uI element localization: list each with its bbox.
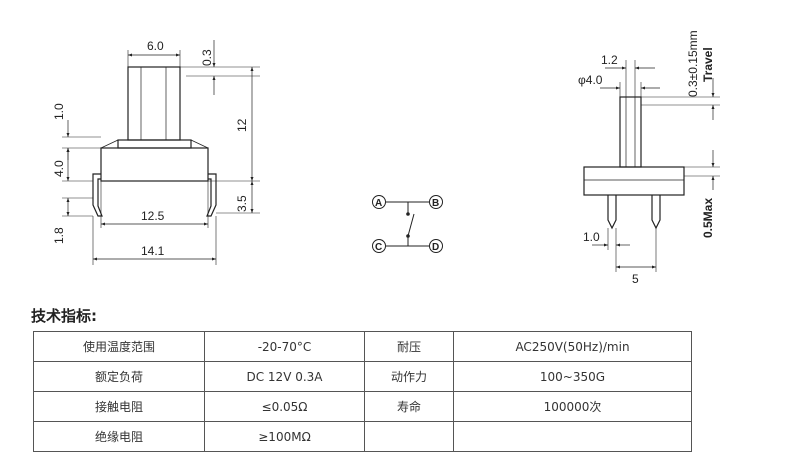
- dim-left-1: 1.0: [52, 103, 66, 120]
- spec-label: [364, 421, 454, 452]
- dim-pin-1-0: 1.0: [583, 230, 600, 244]
- terminal-c-label: C: [375, 242, 382, 253]
- front-right-leg: [206, 173, 217, 217]
- dim-max-label: 0.5Max: [701, 198, 715, 238]
- circuit-labels: A B C D: [375, 198, 439, 253]
- front-body: [100, 147, 209, 182]
- technical-drawing: 6.0 0.3 12 3.5 1.0 4.0 1.8 12.5 14.1 A B…: [52, 30, 720, 286]
- table-row: 绝缘电阻 ≥100MΩ: [33, 421, 692, 452]
- spec-label: 耐压: [364, 331, 454, 362]
- terminal-d-label: D: [432, 242, 439, 253]
- specs-title: 技术指标:: [31, 307, 97, 325]
- front-cap: [117, 139, 192, 149]
- dim-top-gap: 0.3: [200, 49, 214, 66]
- spec-value: 100000次: [453, 391, 692, 422]
- dim-travel-label: Travel: [701, 47, 715, 82]
- side-stem: [619, 96, 642, 168]
- dim-left-1-8: 1.8: [52, 227, 66, 244]
- terminal-b: [429, 195, 443, 209]
- side-view: [583, 60, 720, 272]
- circuit-symbol: [372, 195, 443, 253]
- dim-left-4: 4.0: [52, 160, 66, 177]
- front-left-leg: [92, 173, 103, 217]
- dim-stem-1-2: 1.2: [601, 53, 618, 67]
- dim-total-width: 14.1: [141, 244, 165, 258]
- spec-value: DC 12V 0.3A: [204, 361, 365, 392]
- dim-pin-spacing: 5: [632, 272, 639, 286]
- front-view: [62, 40, 260, 265]
- dim-pin-3-5: 3.5: [235, 195, 249, 212]
- side-dimension-labels: 1.2 φ4.0 0.3±0.15mm Travel 0.5Max 1.0 5: [578, 30, 715, 286]
- dim-height-12: 12: [235, 118, 249, 132]
- spec-label: 使用温度范围: [33, 331, 205, 362]
- spec-value: [453, 421, 692, 452]
- spec-value: ≤0.05Ω: [204, 391, 365, 422]
- table-row: 使用温度范围 -20-70°C 耐压 AC250V(50Hz)/min: [33, 331, 692, 362]
- side-body: [583, 166, 685, 196]
- side-left-pin: [607, 195, 617, 230]
- spec-value: -20-70°C: [204, 331, 365, 362]
- side-right-pin: [651, 195, 661, 230]
- spec-label: 寿命: [364, 391, 454, 422]
- table-row: 接触电阻 ≤0.05Ω 寿命 100000次: [33, 391, 692, 422]
- front-plunger: [127, 66, 181, 141]
- dim-travel-value: 0.3±0.15mm: [686, 30, 700, 97]
- spec-value: 100~350G: [453, 361, 692, 392]
- terminal-a-label: A: [375, 198, 382, 209]
- spec-value: ≥100MΩ: [204, 421, 365, 452]
- terminal-b-label: B: [432, 198, 439, 209]
- specs-table: 使用温度范围 -20-70°C 耐压 AC250V(50Hz)/min 额定负荷…: [33, 331, 692, 452]
- terminal-d: [429, 239, 443, 253]
- dim-top-width: 6.0: [147, 39, 164, 53]
- front-dimension-labels: 6.0 0.3 12 3.5 1.0 4.0 1.8 12.5 14.1: [52, 39, 249, 258]
- spec-label: 绝缘电阻: [33, 421, 205, 452]
- dim-inner-width: 12.5: [141, 209, 165, 223]
- spec-label: 接触电阻: [33, 391, 205, 422]
- spec-value: AC250V(50Hz)/min: [453, 331, 692, 362]
- spec-label: 动作力: [364, 361, 454, 392]
- spec-label: 额定负荷: [33, 361, 205, 392]
- table-row: 额定负荷 DC 12V 0.3A 动作力 100~350G: [33, 361, 692, 392]
- terminal-a: [372, 195, 386, 209]
- terminal-c: [372, 239, 386, 253]
- dim-phi-4: φ4.0: [578, 73, 603, 87]
- switch-blade: [407, 213, 415, 237]
